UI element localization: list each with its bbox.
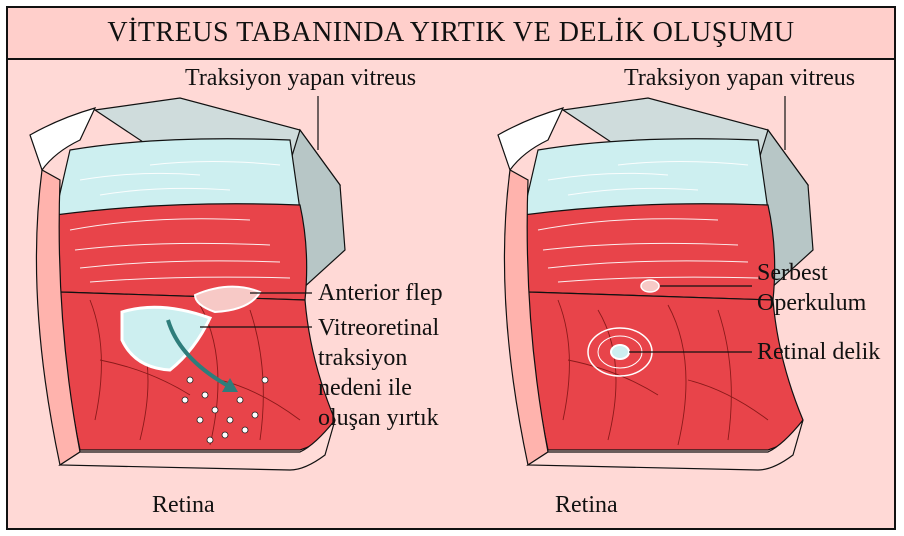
anterior-flap-label: Anterior flep: [318, 278, 443, 308]
left-retina-label: Retina: [152, 490, 215, 520]
vr-traction-line-4: oluşan yırtık: [318, 403, 439, 433]
right-retina-label: Retina: [555, 490, 618, 520]
vr-traction-line-3: nedeni ile: [318, 373, 412, 403]
vr-traction-line-1: Vitreoretinal: [318, 313, 439, 343]
right-traction-label: Traksiyon yapan vitreus: [624, 63, 855, 93]
retinal-hole-shape: [611, 345, 629, 359]
free-operculum-line-1: Serbest: [757, 258, 828, 288]
operculum-shape: [641, 280, 659, 292]
free-operculum-line-2: Operkulum: [757, 288, 866, 318]
left-retina-illustration: [30, 98, 345, 470]
left-traction-label: Traksiyon yapan vitreus: [185, 63, 416, 93]
vr-traction-line-2: traksiyon: [318, 343, 407, 373]
retinal-hole-label: Retinal delik: [757, 337, 880, 367]
